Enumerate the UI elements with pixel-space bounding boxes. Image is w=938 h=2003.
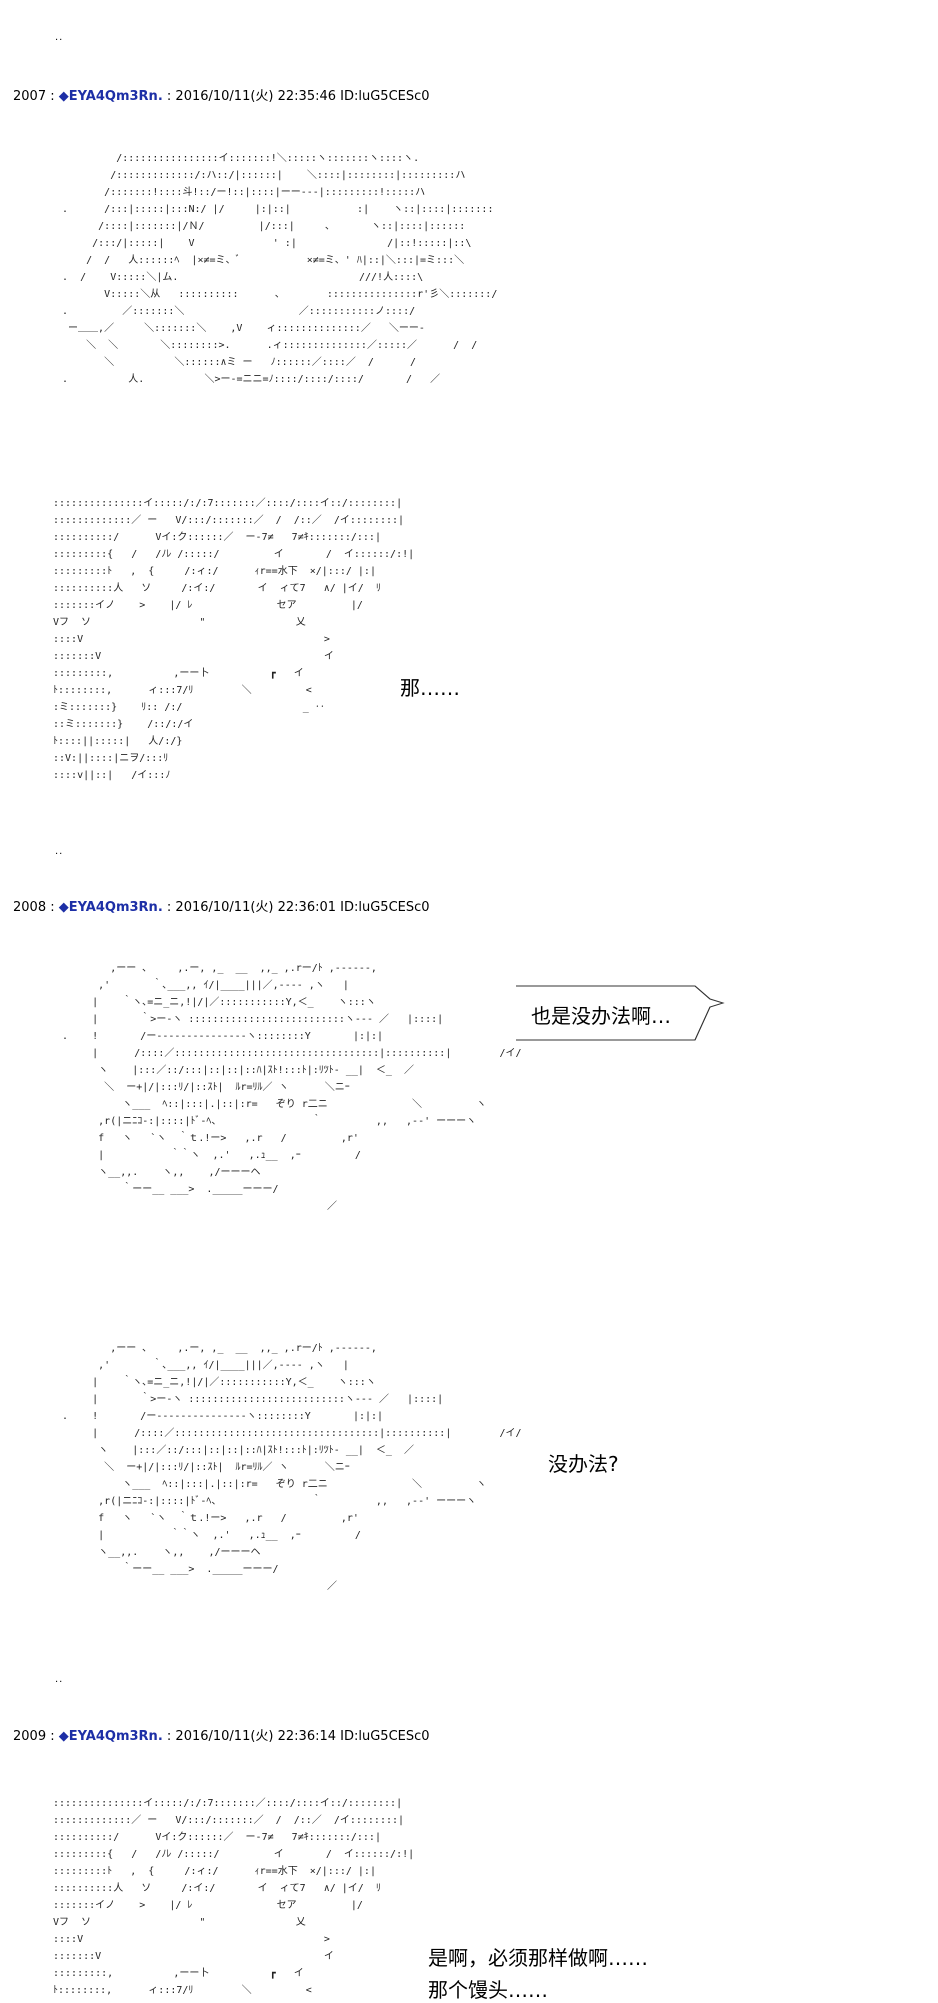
trip-diamond-icon: ◆ [58, 89, 69, 104]
trip-diamond-icon: ◆ [58, 900, 69, 915]
ascii-art-boy-a: :::::::::::::::イ:::::/:/:7:::::::／::::/:… [53, 498, 415, 781]
post-datetime: 2016/10/11(火) 22:35:46 [175, 89, 337, 104]
poster-id: ID:luG5CESc0 [340, 89, 430, 104]
separator-dots: .. [55, 846, 64, 857]
post-header-2008: 2008 : ◆EYA4Qm3Rn. : 2016/10/11(火) 22:36… [13, 896, 430, 915]
speech-that: 那…… [400, 676, 460, 700]
poster-id: ID:luG5CESc0 [340, 1729, 430, 1744]
post-separator: : [162, 1729, 176, 1744]
post-separator: : [46, 900, 59, 915]
speech-bubble: 也是没办法啊… [515, 985, 725, 1041]
speech-no-choice-question: 没办法? [548, 1452, 619, 1476]
speech-bubble-outline [516, 985, 725, 1041]
speech-no-choice-bubble: 也是没办法啊… [531, 1004, 671, 1028]
post-header-2009: 2009 : ◆EYA4Qm3Rn. : 2016/10/11(火) 22:36… [13, 1725, 430, 1744]
speech-yes-line2: 那个馒头…… [428, 1978, 548, 2002]
post-separator: : [162, 89, 176, 104]
ascii-art-hug-b: ,ーー ､ ,.ー, ,_ __ ,,_ ,.rー/ﾄ ,‐‐‐‐‐‐, ,' … [62, 1343, 522, 1592]
post-datetime: 2016/10/11(火) 22:36:14 [175, 1729, 337, 1744]
poster-trip[interactable]: EYA4Qm3Rn. [68, 1729, 163, 1744]
poster-id: ID:luG5CESc0 [340, 900, 430, 915]
post-number: 2009 [13, 1729, 47, 1744]
poster-trip[interactable]: EYA4Qm3Rn. [68, 900, 163, 915]
post-number: 2008 [13, 900, 47, 915]
post-separator: : [46, 89, 59, 104]
post-number: 2007 [13, 89, 47, 104]
separator-dots: .. [55, 1674, 64, 1685]
post-header-2007: 2007 : ◆EYA4Qm3Rn. : 2016/10/11(火) 22:35… [13, 85, 430, 104]
post-datetime: 2016/10/11(火) 22:36:01 [175, 900, 337, 915]
speech-yes-line1: 是啊，必须那样做啊…… [428, 1946, 648, 1970]
trip-diamond-icon: ◆ [58, 1729, 69, 1744]
ascii-art-boy-b: :::::::::::::::イ:::::/:/:7:::::::／::::/:… [53, 1798, 415, 1996]
ascii-art-hug-a: ,ーー ､ ,.ー, ,_ __ ,,_ ,.rー/ﾄ ,‐‐‐‐‐‐, ,' … [62, 963, 522, 1212]
poster-trip[interactable]: EYA4Qm3Rn. [68, 89, 163, 104]
separator-dots: .. [55, 32, 64, 43]
ascii-art-girl-face: /::::::::::::::::イ:::::::!＼:::::ヽ:::::::… [62, 153, 498, 385]
post-separator: : [46, 1729, 59, 1744]
post-separator: : [162, 900, 176, 915]
